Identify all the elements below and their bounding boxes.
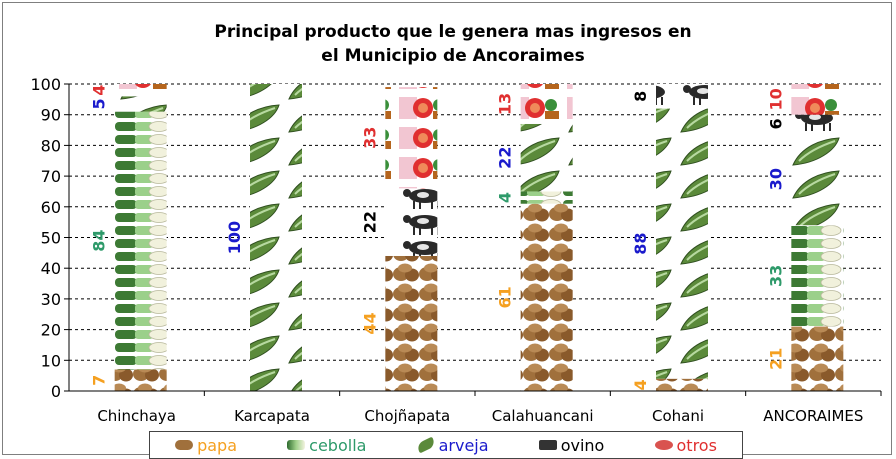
y-tick-label: 40 (41, 259, 61, 278)
bar-segment-otros (385, 87, 438, 189)
chart-svg: Principal producto que le genera mas ing… (30, 22, 882, 425)
category-label: Calahuancani (492, 407, 594, 425)
y-tick-label: 30 (41, 290, 61, 309)
legend-item-otros: otros (654, 435, 717, 455)
bar-segment-cebolla (114, 111, 167, 370)
legend-label-papa: papa (197, 435, 237, 455)
bars (114, 84, 844, 391)
bar-segment-cebolla (791, 225, 844, 327)
data-label-otros: 13 (496, 93, 515, 115)
data-label-papa: 61 (496, 286, 515, 308)
legend-label-ovino: ovino (560, 435, 605, 455)
bar-segment-cebolla (520, 191, 573, 204)
bar-segment-otros (114, 84, 167, 97)
bar-segment-papa (114, 369, 167, 391)
cattle-icon (538, 440, 557, 450)
chart-title-line-1: Principal producto que le genera mas ing… (214, 22, 691, 42)
data-label-arveja: 22 (496, 147, 515, 169)
bar-segment-ovino (656, 84, 708, 109)
bar-segment-arveja (114, 96, 167, 112)
chart-title-line-2: el Municipio de Ancoraimes (321, 46, 584, 66)
legend-label-arveja: arveja (438, 435, 489, 455)
y-tick-label: 20 (41, 321, 61, 340)
legend: papa cebolla arveja ovino otros (149, 431, 743, 459)
data-label-arveja: 88 (631, 233, 650, 255)
pea-pod-icon (415, 436, 436, 454)
y-tick-label: 90 (41, 106, 61, 125)
bar-segment-papa (656, 378, 708, 391)
y-tick-label: 80 (41, 136, 61, 155)
y-tick-label: 100 (30, 75, 61, 94)
gridlines (69, 83, 881, 361)
legend-item-arveja: arveja (415, 435, 489, 455)
onion-icon (287, 440, 306, 450)
data-label-ovino: 8 (631, 91, 650, 102)
bar-segment-arveja (520, 123, 573, 192)
data-label-papa: 44 (360, 312, 379, 334)
bar-segment-papa (791, 326, 844, 391)
bar-segment-ovino (791, 114, 844, 134)
data-label-arveja: 30 (766, 168, 785, 190)
y-tick-label: 60 (41, 198, 61, 217)
data-label-otros: 33 (360, 127, 379, 149)
y-tick-label: 10 (41, 351, 61, 370)
data-label-papa: 4 (631, 379, 650, 390)
category-label: Karcapata (234, 407, 310, 425)
bar-segment-otros (791, 84, 844, 115)
data-label-cebolla: 33 (766, 265, 785, 287)
legend-item-cebolla: cebolla (287, 436, 366, 455)
potato-icon (175, 440, 194, 450)
data-label-cebolla: 4 (496, 192, 515, 203)
food-icon (654, 440, 673, 450)
data-label-otros: 4 (90, 85, 109, 96)
data-label-cebolla: 84 (90, 229, 109, 251)
data-label-papa: 7 (90, 375, 109, 386)
bar-segment-otros (520, 84, 573, 124)
category-label: Cohani (652, 407, 704, 425)
bar-segment-arveja (656, 108, 708, 379)
y-tick-label: 50 (41, 229, 61, 248)
bar-segment-papa (520, 203, 573, 391)
bar-segment-arveja (250, 84, 302, 391)
data-label-papa: 21 (766, 348, 785, 370)
bar-segment-arveja (791, 133, 844, 226)
bar-segment-papa (385, 255, 438, 391)
legend-item-papa: papa (175, 436, 237, 455)
legend-label-cebolla: cebolla (309, 435, 367, 455)
data-label-arveja: 100 (225, 221, 244, 254)
data-label-ovino: 6 (766, 118, 785, 129)
data-label-arveja: 5 (90, 98, 109, 109)
y-tick-label: 70 (41, 167, 61, 186)
category-label: Chinchaya (97, 407, 176, 425)
legend-item-ovino: ovino (538, 435, 605, 455)
category-label: ANCORAIMES (763, 407, 863, 425)
y-tick-label: 0 (51, 382, 61, 401)
data-label-ovino: 22 (360, 211, 379, 233)
bar-segment-ovino (385, 188, 438, 256)
data-label-otros: 10 (766, 88, 785, 110)
legend-label-otros: otros (676, 435, 717, 455)
category-label: Chojñapata (364, 407, 450, 425)
